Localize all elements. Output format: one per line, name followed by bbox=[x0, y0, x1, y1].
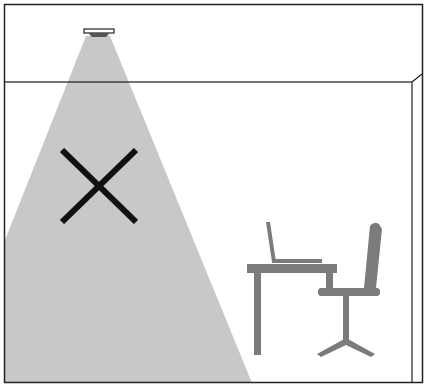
room-border bbox=[3, 3, 424, 384]
corner-diagonal bbox=[411, 73, 423, 83]
room-outline bbox=[3, 3, 424, 384]
laptop-icon bbox=[266, 222, 322, 263]
office-chair-icon bbox=[317, 222, 382, 357]
cross-mark-icon bbox=[59, 147, 139, 225]
desk-icon bbox=[247, 264, 337, 355]
ceiling-light-icon bbox=[83, 28, 115, 37]
light-cone bbox=[5, 36, 252, 383]
